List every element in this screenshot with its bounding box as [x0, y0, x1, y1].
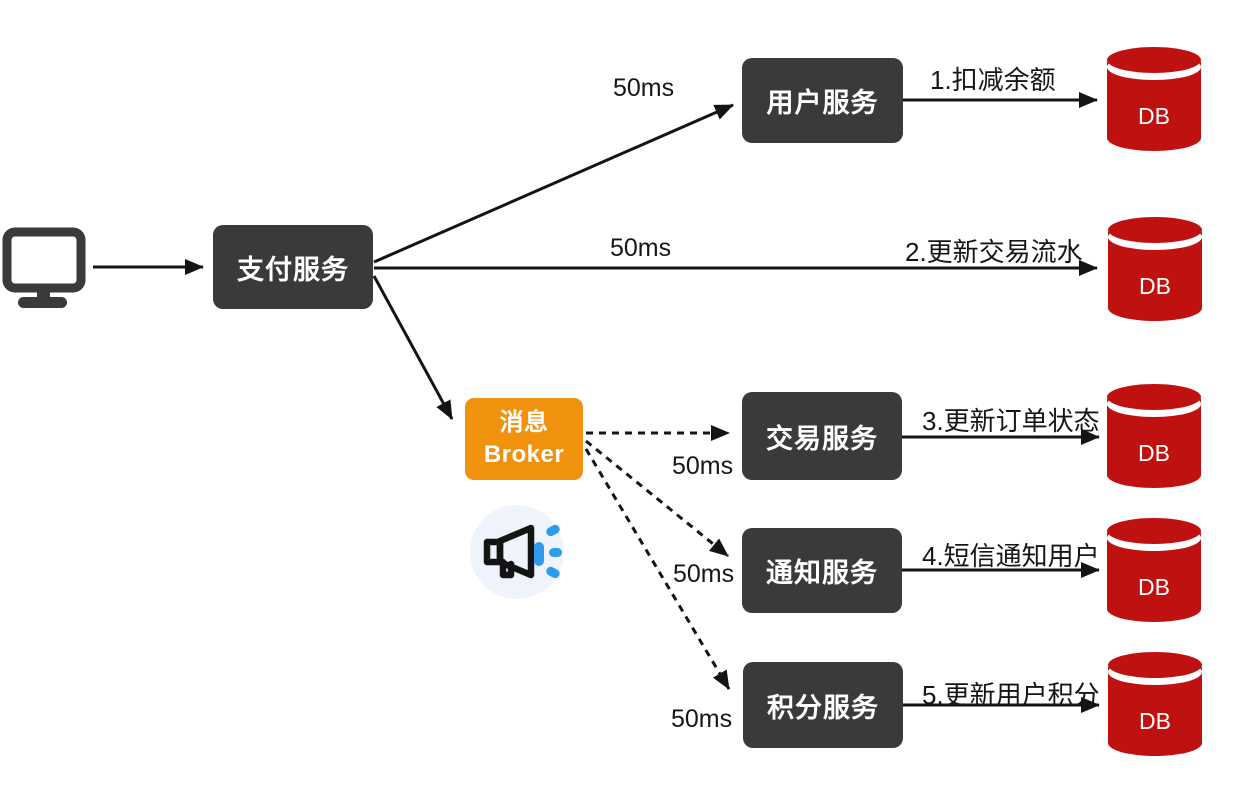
- megaphone-icon: [483, 524, 562, 579]
- step-label-2: 2.更新交易流水: [905, 237, 1083, 267]
- db-label: DB: [1138, 574, 1170, 600]
- db-node-3: DB: [1105, 383, 1203, 490]
- database-cylinder-icon: [1107, 384, 1201, 488]
- points-service-label: 积分服务: [767, 692, 879, 723]
- trade-service-label: 交易服务: [766, 423, 878, 454]
- database-cylinder-icon: [1107, 47, 1201, 151]
- step-label-3: 3.更新订单状态: [922, 406, 1100, 436]
- latency-label-1: 50ms: [613, 74, 675, 102]
- latency-label-3: 50ms: [672, 452, 734, 480]
- database-cylinder-icon: [1108, 652, 1202, 756]
- broadcast-badge: [470, 505, 564, 599]
- db-label: DB: [1138, 440, 1170, 466]
- step-label-5: 5.更新用户积分: [922, 680, 1100, 710]
- db-label: DB: [1138, 103, 1170, 129]
- client-node: [1, 226, 91, 310]
- db-node-2: DB: [1106, 216, 1204, 323]
- database-cylinder-icon: [1107, 518, 1201, 622]
- broker-label-line1: 消息: [499, 408, 549, 436]
- arrow-payment-to-user: [373, 103, 734, 264]
- dashed-arrow-broker-to-notify: [585, 439, 729, 558]
- db-node-1: DB: [1105, 46, 1203, 153]
- node-payment-service: 支付服务: [213, 225, 373, 309]
- latency-label-4: 50ms: [673, 560, 735, 588]
- payment-service-label: 支付服务: [237, 254, 349, 285]
- step-label-1: 1.扣减余额: [930, 65, 1056, 95]
- latency-label-2: 50ms: [610, 234, 672, 262]
- latency-label-5: 50ms: [671, 705, 733, 733]
- notify-service-label: 通知服务: [766, 558, 878, 588]
- database-cylinder-icon: [1108, 217, 1202, 321]
- db-node-5: DB: [1106, 651, 1204, 758]
- node-trade-service: 交易服务: [742, 392, 902, 480]
- node-user-service: 用户服务: [742, 58, 903, 143]
- db-label: DB: [1139, 708, 1171, 734]
- broker-label-line2: Broker: [483, 441, 565, 468]
- step-label-4: 4.短信通知用户: [922, 541, 1100, 571]
- node-points-service: 积分服务: [743, 662, 903, 748]
- node-message-broker: 消息 Broker: [465, 398, 583, 480]
- message-broker-label: 消息 Broker: [484, 407, 564, 472]
- arrow-payment-to-broker: [372, 275, 454, 420]
- monitor-icon: [2, 227, 86, 308]
- node-notify-service: 通知服务: [742, 528, 902, 613]
- user-service-label: 用户服务: [766, 88, 879, 118]
- db-node-4: DB: [1105, 517, 1203, 624]
- db-label: DB: [1139, 273, 1171, 299]
